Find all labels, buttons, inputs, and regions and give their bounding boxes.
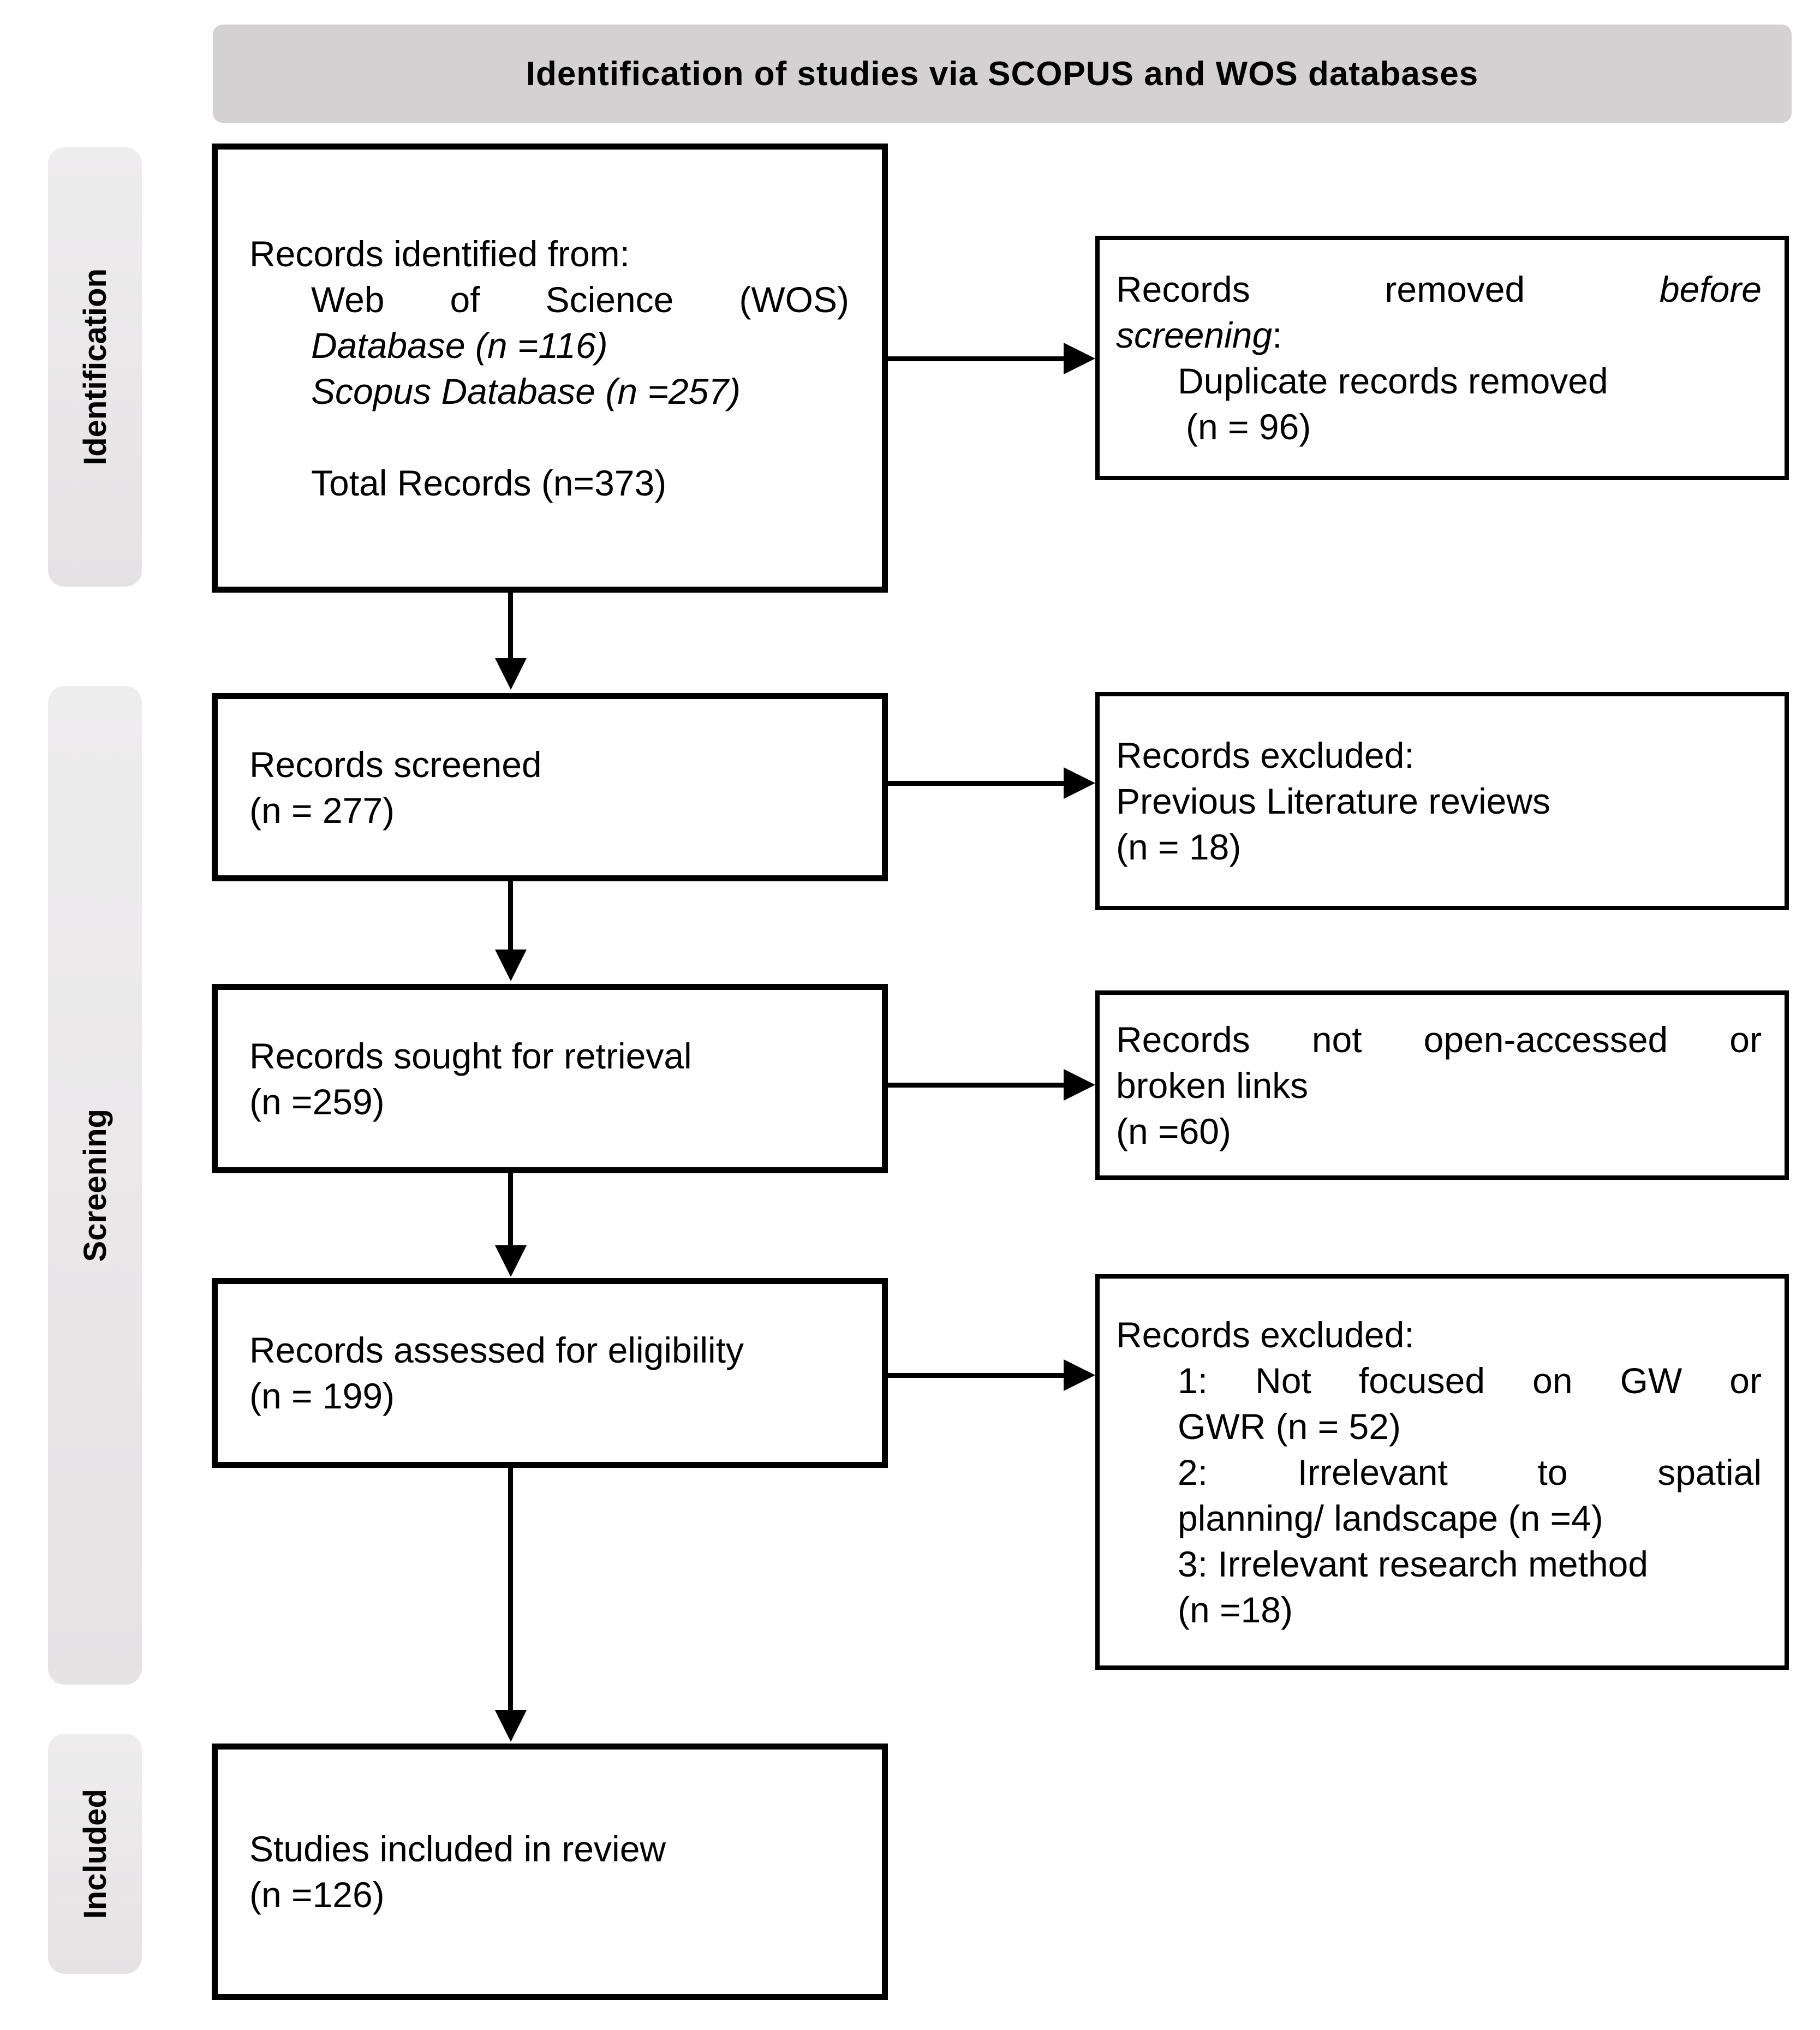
excluded-reviews-count: (n = 18) [1116,827,1242,867]
box-records-assessed: Records assessed for eligibility (n = 19… [212,1278,888,1468]
excluded-reviews-reason: Previous Literature reviews [1116,781,1550,821]
records-removed-italic-before: before [1659,269,1762,309]
stage-label-identification: Identification [77,268,113,465]
arrowhead-down-icon [495,1710,527,1742]
excluded-reason-1-line1: 1: Not focused on GW or [1178,1360,1762,1401]
box-records-not-open-accessed: Records not open-accessed or broken link… [1095,990,1789,1180]
arrow-right-screened-to-excluded [888,781,1065,786]
excluded-reviews-heading: Records excluded: [1116,735,1415,775]
not-open-accessed-line2: broken links [1116,1065,1309,1106]
records-sought-count: (n =259) [249,1081,385,1122]
page-title: Identification of studies via SCOPUS and… [213,25,1792,123]
records-sought-label: Records sought for retrieval [249,1035,692,1076]
records-identified-scopus-count: Scopus Database (n =257) [311,371,741,411]
excluded-reason-1-line2: GWR (n = 52) [1178,1406,1401,1447]
excluded-reason-2-line2: planning/ landscape (n =4) [1178,1497,1603,1538]
arrowhead-right-icon [1064,1359,1095,1391]
records-removed-line1: Records removed before [1116,266,1762,312]
records-identified-heading: Records identified from: [249,233,630,274]
records-removed-line2: screening: [1116,312,1762,358]
records-assessed-count: (n = 199) [249,1376,395,1416]
excluded-reason-3-line2: (n =18) [1178,1589,1293,1630]
records-screened-label: Records screened [249,744,542,785]
duplicates-removed-count: (n = 96) [1186,407,1311,447]
box-records-sought: Records sought for retrieval (n =259) [212,984,888,1173]
records-identified-total: Total Records (n=373) [311,462,667,503]
records-identified-wos-count: Database (n =116) [311,325,608,366]
studies-included-label: Studies included in review [249,1829,666,1869]
arrowhead-right-icon [1064,1069,1095,1101]
arrow-right-sought-to-notopen [888,1083,1065,1088]
arrow-down-assessed-to-included [508,1468,513,1710]
excluded-reasons-heading: Records excluded: [1116,1314,1415,1355]
box-records-screened: Records screened (n = 277) [212,693,888,881]
box-records-identified: Records identified from: Web of Science … [212,144,888,593]
stage-bar-identification: Identification [48,147,142,587]
records-removed-italic-screening: screening [1116,315,1273,355]
arrowhead-down-icon [495,950,527,981]
arrowhead-down-icon [495,658,527,690]
duplicates-removed-label: Duplicate records removed [1178,361,1608,401]
box-records-excluded-reasons: Records excluded: 1: Not focused on GW o… [1095,1274,1789,1670]
arrow-right-assessed-to-excluded [888,1373,1065,1378]
stage-bar-screening: Screening [48,686,142,1685]
box-records-removed-before-screening: Records removed before screening: Duplic… [1095,236,1789,480]
studies-included-count: (n =126) [249,1874,385,1915]
excluded-reason-3-line1: 3: Irrelevant research method [1178,1543,1649,1584]
arrowhead-down-icon [495,1245,527,1277]
records-screened-count: (n = 277) [249,790,395,831]
arrowhead-right-icon [1064,767,1095,799]
excluded-reason-2-line1: 2: Irrelevant to spatial [1178,1452,1762,1492]
arrow-right-identified-to-removed [888,356,1065,361]
not-open-accessed-count: (n =60) [1116,1110,1231,1151]
records-removed-colon: : [1272,315,1282,355]
arrow-down-screened-to-sought [508,881,513,950]
stage-label-included: Included [77,1788,113,1919]
records-identified-wos-line: Web of Science (WOS) [311,279,849,320]
box-records-excluded-reviews: Records excluded: Previous Literature re… [1095,692,1789,910]
box-studies-included: Studies included in review (n =126) [212,1744,888,2000]
arrow-down-identified-to-screened [508,593,513,658]
stage-bar-included: Included [48,1734,142,1974]
arrowhead-right-icon [1064,343,1095,374]
stage-label-screening: Screening [77,1108,113,1262]
arrow-down-sought-to-assessed [508,1173,513,1245]
not-open-accessed-line1: Records not open-accessed or [1116,1019,1762,1060]
records-removed-normal-text: Records removed [1116,269,1525,309]
records-assessed-label: Records assessed for eligibility [249,1330,744,1370]
